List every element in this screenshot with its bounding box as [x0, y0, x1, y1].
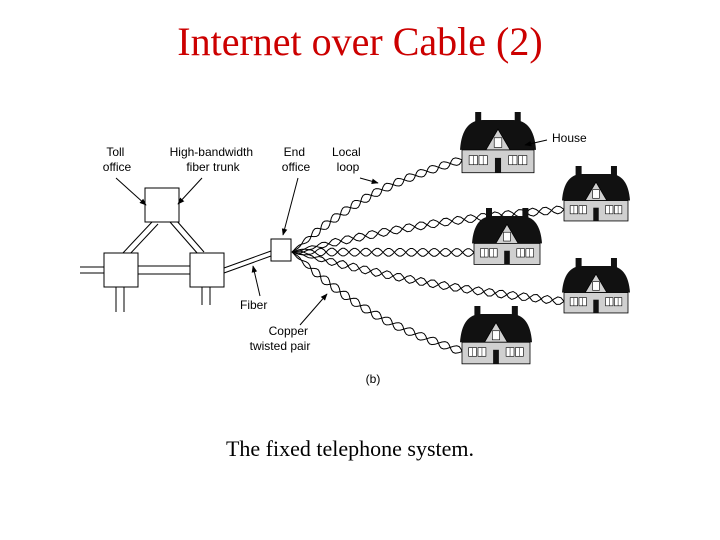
slide-caption: The fixed telephone system. — [225, 436, 475, 461]
fiber-trunk-lines — [80, 219, 272, 312]
local-loop-wires — [291, 157, 565, 354]
fiber-label: Fiber — [240, 298, 267, 312]
house-icon — [562, 258, 630, 314]
twisted-pair-loop — [291, 247, 475, 257]
fiber-trunk-label: High-bandwidth fiber trunk — [170, 145, 257, 174]
local-loop-label: Local loop — [332, 145, 364, 174]
twisted-pair-loop — [291, 251, 565, 305]
end-office-box — [270, 238, 292, 262]
twisted-pair-loop — [291, 157, 463, 253]
end-office-label: End office — [282, 145, 311, 174]
twisted-pair-loop — [291, 251, 463, 354]
slide-title: Internet over Cable (2) — [177, 19, 543, 64]
house-icon — [460, 306, 532, 365]
house-icon — [472, 208, 542, 265]
toll-office-right — [189, 252, 225, 288]
toll-office-top — [144, 187, 180, 223]
house-label: House — [552, 131, 587, 145]
toll-office-label: Toll office — [103, 145, 132, 174]
panel-label: (b) — [366, 372, 381, 386]
copper-label: Copper twisted pair — [250, 324, 312, 353]
pointer-arrows — [115, 139, 548, 326]
houses — [460, 112, 630, 365]
house-icon — [460, 112, 536, 174]
toll-office-left — [103, 252, 139, 288]
house-icon — [562, 166, 630, 222]
toll-office-boxes — [103, 187, 225, 288]
